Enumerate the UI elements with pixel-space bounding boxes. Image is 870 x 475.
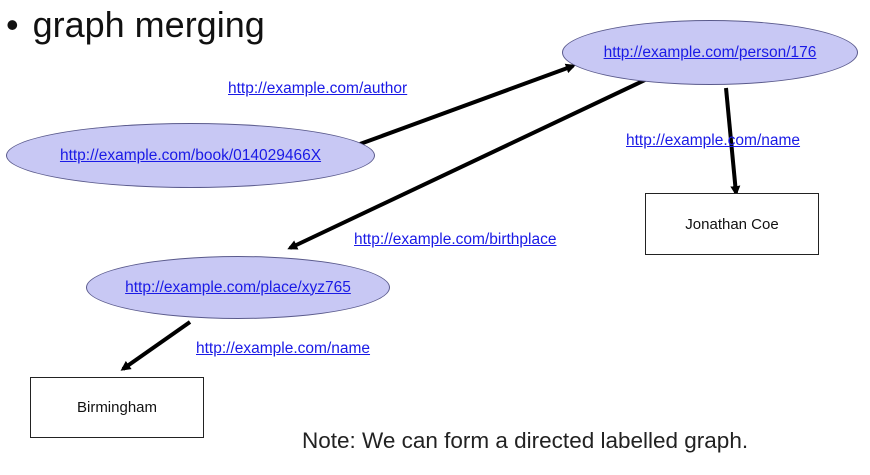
edge-label-author[interactable]: http://example.com/author: [228, 80, 408, 97]
node-book: http://example.com/book/014029466X: [6, 123, 375, 188]
edge-label-person-name[interactable]: http://example.com/name: [626, 132, 801, 149]
node-book-link[interactable]: http://example.com/book/014029466X: [59, 146, 322, 164]
heading-text: graph merging: [32, 4, 265, 45]
edge-place-name-arrow: [120, 320, 192, 371]
edge-label-place-name[interactable]: http://example.com/name: [196, 340, 371, 357]
edge-person-name-arrow: [724, 87, 741, 196]
node-person: http://example.com/person/176: [562, 20, 858, 85]
node-birmingham: Birmingham: [30, 377, 204, 438]
node-place-link[interactable]: http://example.com/place/xyz765: [125, 278, 351, 296]
slide-heading: • graph merging: [6, 4, 265, 46]
bullet-point: •: [6, 4, 19, 45]
node-jonathan-coe: Jonathan Coe: [645, 193, 819, 255]
edge-birthplace-arrow: [287, 78, 646, 250]
node-person-link[interactable]: http://example.com/person/176: [603, 43, 817, 61]
edge-author-arrow: [359, 63, 576, 146]
note-text: Note: We can form a directed labelled gr…: [302, 428, 749, 453]
node-place: http://example.com/place/xyz765: [86, 256, 390, 319]
edge-label-birthplace[interactable]: http://example.com/birthplace: [354, 231, 557, 248]
